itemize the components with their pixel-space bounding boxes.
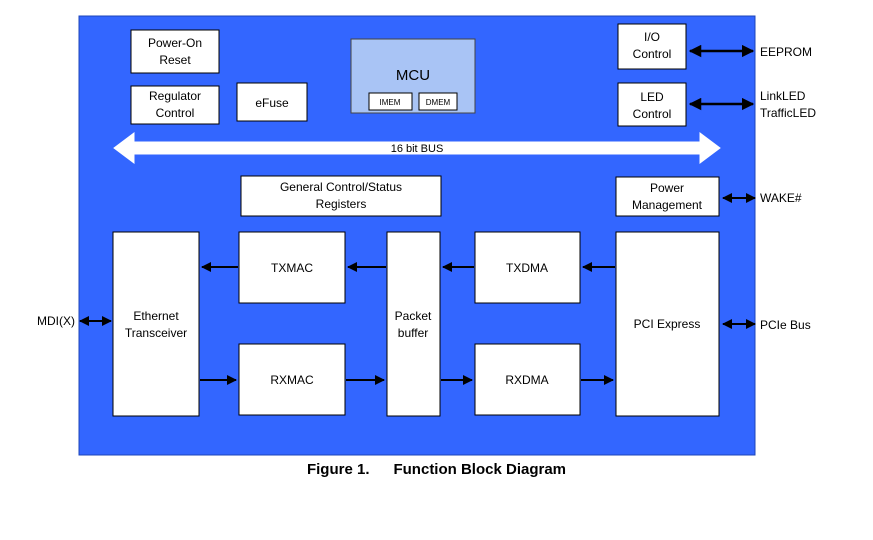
imem-label: IMEM bbox=[380, 98, 401, 107]
regulator-control-line2: Control bbox=[156, 106, 195, 120]
linkled-label: LinkLED bbox=[760, 89, 806, 103]
eeprom-label: EEPROM bbox=[760, 45, 812, 59]
efuse-block: eFuse bbox=[236, 82, 308, 122]
gcsr-line2: Registers bbox=[316, 197, 367, 211]
io-control-block: I/O Control bbox=[617, 23, 687, 70]
mdi-label: MDI(X) bbox=[37, 314, 75, 328]
ethernet-transceiver-block: Ethernet Transceiver bbox=[112, 231, 200, 417]
rxmac-block: RXMAC bbox=[238, 343, 346, 416]
txmac-label: TXMAC bbox=[271, 261, 313, 275]
io-control-line2: Control bbox=[633, 47, 672, 61]
regulator-control-line1: Regulator bbox=[149, 89, 201, 103]
mcu-label: MCU bbox=[396, 67, 430, 84]
packet-buffer-block: Packet buffer bbox=[386, 231, 441, 417]
dmem-label: DMEM bbox=[426, 98, 451, 107]
gcsr-block: General Control/Status Registers bbox=[240, 175, 442, 217]
trafficled-label: TrafficLED bbox=[760, 106, 816, 120]
packet-buffer-line1: Packet bbox=[395, 309, 432, 323]
led-control-line1: LED bbox=[640, 90, 664, 104]
pcie-bus-label: PCIe Bus bbox=[760, 318, 811, 332]
wake-label: WAKE# bbox=[760, 191, 802, 205]
txdma-block: TXDMA bbox=[474, 231, 581, 304]
io-control-line1: I/O bbox=[644, 30, 660, 44]
pci-express-label: PCI Express bbox=[634, 317, 701, 331]
figure-title: Function Block Diagram bbox=[393, 461, 567, 478]
dmem-block bbox=[418, 92, 458, 111]
gcsr-line1: General Control/Status bbox=[280, 180, 402, 194]
system-bus: 16 bit BUS bbox=[113, 132, 721, 164]
txmac-block: TXMAC bbox=[238, 231, 346, 304]
efuse-label: eFuse bbox=[255, 96, 289, 110]
mcu-block: MCU IMEM DMEM bbox=[350, 38, 476, 114]
figure-caption: Figure 1. Function Block Diagram bbox=[0, 461, 873, 478]
power-management-line2: Management bbox=[632, 198, 703, 212]
rxmac-label: RXMAC bbox=[270, 373, 314, 387]
pci-express-block: PCI Express bbox=[615, 231, 720, 417]
ethernet-transceiver-line2: Transceiver bbox=[125, 326, 187, 340]
led-control-block: LED Control bbox=[617, 82, 687, 127]
txdma-label: TXDMA bbox=[506, 261, 548, 275]
figure-number: Figure 1. bbox=[306, 461, 370, 478]
rxdma-label: RXDMA bbox=[505, 373, 548, 387]
imem-block bbox=[368, 92, 413, 111]
power-management-block: Power Management bbox=[615, 176, 720, 217]
power-management-line1: Power bbox=[650, 181, 684, 195]
led-control-line2: Control bbox=[633, 107, 672, 121]
regulator-control-block: Regulator Control bbox=[130, 85, 220, 125]
power-on-reset-line2: Reset bbox=[159, 53, 191, 67]
rxdma-block: RXDMA bbox=[474, 343, 581, 416]
bus-label: 16 bit BUS bbox=[391, 143, 444, 155]
ethernet-transceiver-line1: Ethernet bbox=[133, 309, 179, 323]
packet-buffer-line2: buffer bbox=[398, 326, 428, 340]
power-on-reset-line1: Power-On bbox=[148, 36, 202, 50]
power-on-reset-block: Power-On Reset bbox=[130, 29, 220, 74]
